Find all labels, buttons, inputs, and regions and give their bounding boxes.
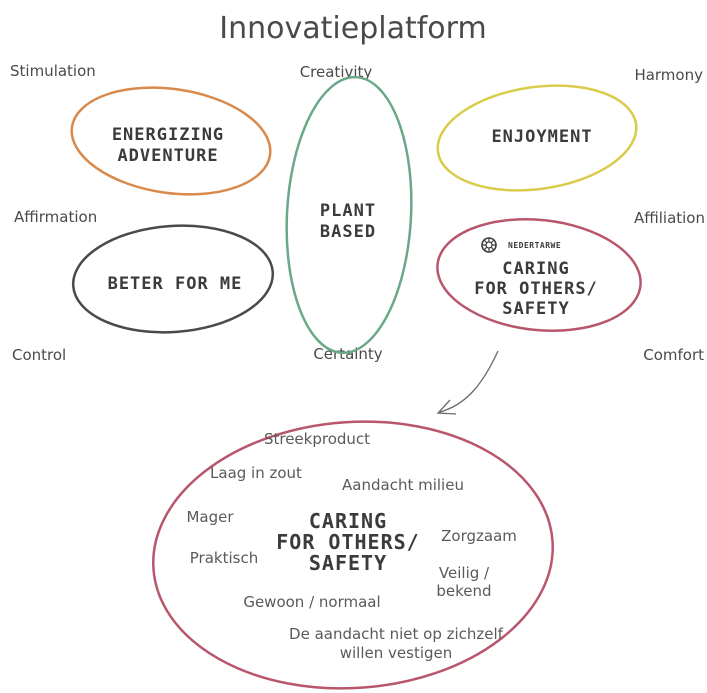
- caring-line3: SAFETY: [502, 299, 569, 319]
- label-certainty: Certainty: [313, 345, 382, 363]
- ellipse-beter-for-me: [71, 224, 275, 334]
- caring-line1: CARING: [502, 259, 569, 279]
- label-comfort: Comfort: [643, 346, 704, 364]
- word-veilig: Veilig /: [439, 564, 490, 582]
- label-stimulation: Stimulation: [10, 62, 96, 80]
- ellipse-caring: [436, 218, 642, 332]
- word-laag-in-zout: Laag in zout: [210, 464, 302, 482]
- energizing-line1: ENERGIZING: [112, 125, 224, 145]
- label-control: Control: [12, 346, 66, 364]
- arrow-connector: [439, 350, 499, 413]
- beter-line1: BETER FOR ME: [108, 274, 243, 294]
- energizing-line2: ADVENTURE: [117, 146, 218, 166]
- brand-name: NEDERTARWE: [508, 241, 561, 250]
- word-aandacht-line2: willen vestigen: [340, 644, 453, 662]
- label-harmony: Harmony: [634, 66, 703, 84]
- plant-line1: PLANT: [320, 201, 376, 221]
- ellipse-plant-based: [285, 75, 413, 355]
- word-streekproduct: Streekproduct: [264, 430, 370, 448]
- word-zorgzaam: Zorgzaam: [441, 527, 517, 545]
- word-gewoon-normaal: Gewoon / normaal: [243, 593, 380, 611]
- word-bekend: bekend: [436, 582, 491, 600]
- word-mager: Mager: [186, 508, 234, 526]
- word-aandacht-line1: De aandacht niet op zichzelf: [289, 625, 504, 643]
- detail-center-line3: SAFETY: [309, 551, 387, 575]
- enjoyment-line1: ENJOYMENT: [491, 127, 592, 147]
- detail-center-line1: CARING: [309, 509, 387, 533]
- word-praktisch: Praktisch: [190, 549, 258, 567]
- ellipse-caring-detail: [152, 420, 554, 690]
- label-affiliation: Affiliation: [634, 209, 705, 227]
- ellipse-enjoyment: [436, 84, 638, 192]
- word-aandacht-milieu: Aandacht milieu: [342, 476, 464, 494]
- arrow-head-icon: [436, 399, 457, 415]
- ellipse-energizing-adventure: [70, 86, 272, 196]
- nedertarwe-logo-icon: [481, 237, 497, 253]
- page-title: Innovatieplatform: [219, 11, 486, 46]
- detail-center-line2: FOR OTHERS/: [276, 530, 419, 554]
- label-affirmation: Affirmation: [14, 208, 97, 226]
- caring-line2: FOR OTHERS/: [474, 279, 598, 299]
- plant-line2: BASED: [320, 222, 376, 242]
